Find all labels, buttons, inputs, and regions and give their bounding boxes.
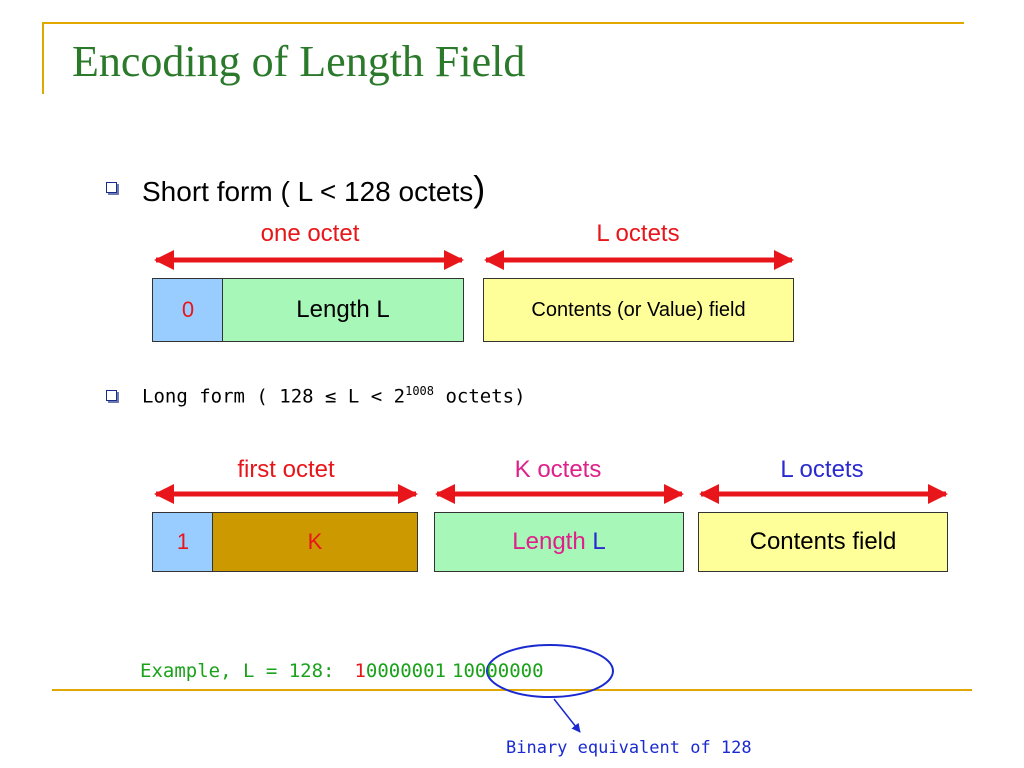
long-contents-label: Contents field (749, 528, 897, 555)
bullet-square-icon (106, 182, 117, 193)
long-bit-box: 1 (152, 512, 214, 572)
long-length-prefix: Length (512, 528, 593, 555)
short-length-box: Length L (222, 278, 464, 342)
title-rule (42, 22, 964, 24)
long-form-suffix: octets) (434, 385, 526, 408)
page-title: Encoding of Length Field (72, 37, 526, 86)
long-form-heading: Long form ( 128 ≤ L < 21008 octets) (142, 384, 526, 407)
arrow-label-first-octet: first octet (237, 456, 335, 483)
arrow-label-k-octets: K octets (514, 456, 602, 483)
short-form-text: Short form ( L < 128 octets (142, 176, 474, 207)
arrow-label-one-octet: one octet (260, 220, 360, 247)
pointer-arrow (553, 698, 581, 733)
short-length-label: Length L (296, 296, 390, 323)
long-k-label: K (307, 529, 323, 554)
example-label: Example, L = 128: (140, 660, 335, 682)
long-form-exponent: 1008 (405, 384, 435, 398)
highlight-ellipse (486, 644, 614, 698)
long-length-suffix: L (592, 528, 606, 555)
example-first-bit: 1 (354, 660, 366, 682)
example-second-octet: 10000000 (452, 660, 544, 682)
short-contents-box: Contents (or Value) field (483, 278, 794, 342)
title-accent-bar (42, 22, 44, 94)
arrow-label-l-octets: L octets (596, 220, 680, 247)
long-bit-value: 1 (176, 529, 190, 554)
short-form-heading: Short form ( L < 128 octets) (142, 168, 485, 210)
short-bit-box: 0 (152, 278, 224, 342)
long-form-prefix: Long form ( 128 ≤ L < 2 (142, 385, 406, 408)
long-length-box: Length L (434, 512, 684, 572)
short-form-close-paren: ) (473, 168, 486, 209)
example-line: Example, L = 128: 10000001 10000000 (140, 660, 544, 682)
long-k-box: K (212, 512, 418, 572)
bullet-square-icon (106, 390, 117, 401)
short-contents-label: Contents (or Value) field (531, 298, 746, 321)
binary-note: Binary equivalent of 128 (506, 738, 752, 758)
short-bit-value: 0 (181, 297, 195, 322)
arrow-label-l-octets-long: L octets (780, 456, 864, 483)
long-contents-box: Contents field (698, 512, 948, 572)
example-first-rest: 0000001 (365, 660, 446, 682)
